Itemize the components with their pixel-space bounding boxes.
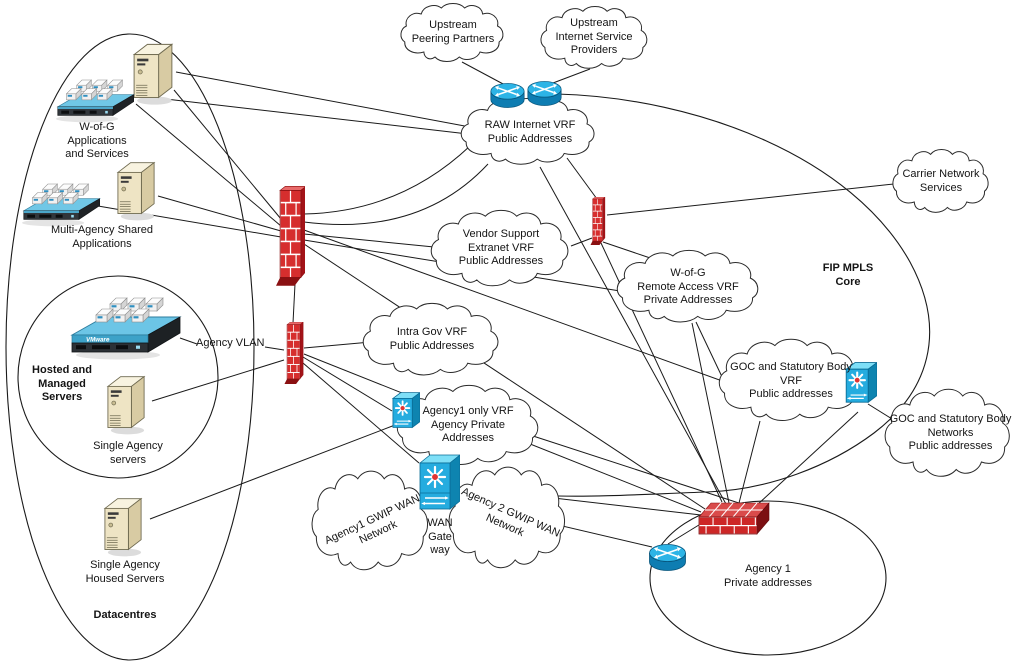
connection-line <box>303 233 435 248</box>
connection-line <box>151 359 285 402</box>
single-agency-housed-server-icon <box>104 498 142 557</box>
label-multi-agency: Multi-Agency Shared Applications <box>50 224 154 250</box>
connection-line <box>606 183 895 216</box>
connection-line <box>461 61 506 86</box>
connection-line <box>264 346 285 351</box>
fip-mpls-core-boundary <box>556 93 931 497</box>
datacentres-boundary <box>5 33 255 661</box>
connection-line <box>179 337 198 345</box>
label-vendor-support: Vendor Support Extranet VRF Public Addre… <box>458 228 544 267</box>
connection-line <box>303 145 471 215</box>
label-agency1-private: Agency 1 Private addresses <box>723 563 813 589</box>
label-single-agency-servers: Single Agency servers <box>93 440 163 466</box>
connection-line <box>570 237 593 247</box>
connection-line <box>566 157 598 200</box>
label-hosted-managed: Hosted and Managed Servers <box>32 364 92 403</box>
hosted-managed-boundary <box>17 275 219 479</box>
connection-line <box>303 243 706 510</box>
wofg-app-server-icon <box>133 43 173 106</box>
label-agency-vlan: Agency VLAN <box>196 337 265 349</box>
label-upstream-isp: Upstream Internet Service Providers <box>555 17 633 56</box>
label-fip-mpls-core: FIP MPLS Core <box>822 262 874 288</box>
connection-line <box>695 321 725 382</box>
label-wan-gateway: WAN Gate way <box>427 517 453 556</box>
label-agency1-only-vrf: Agency1 only VRF Agency Private Addresse… <box>422 405 514 444</box>
connection-line <box>135 103 282 227</box>
connection-line <box>691 322 730 504</box>
connection-line <box>157 195 282 232</box>
label-goc-networks: GOC and Statutory Body Networks Public a… <box>889 413 1012 452</box>
label-wofg-remote-access: W-of-G Remote Access VRF Private Address… <box>637 267 739 306</box>
vmware-logo: VMware <box>86 337 110 344</box>
multi-agency-server-icon <box>117 162 155 221</box>
connection-line <box>539 166 727 505</box>
label-goc-vrf: GOC and Statutory Body VRF Public addres… <box>730 361 852 400</box>
connection-line <box>302 356 393 412</box>
connection-line <box>292 283 296 324</box>
internet-router-1-icon <box>490 82 525 109</box>
label-intra-gov-vrf: Intra Gov VRF Public Addresses <box>389 326 475 352</box>
agency1-router-icon <box>648 543 687 572</box>
datacentre-firewall-icon <box>276 186 305 286</box>
connection-line <box>529 434 746 506</box>
agency-firewall-icon <box>284 322 304 384</box>
devices: VMware <box>22 43 877 572</box>
connection-line <box>302 362 420 464</box>
label-raw-internet-vrf: RAW Internet VRF Public Addresses <box>484 119 576 145</box>
multi-agency-host-icon <box>22 184 100 226</box>
connection-line <box>738 420 761 504</box>
connection-line <box>139 95 469 135</box>
label-upstream-peering: Upstream Peering Partners <box>411 19 495 45</box>
label-single-agency-housed: Single Agency Housed Servers <box>85 559 165 585</box>
internet-router-2-icon <box>527 80 562 107</box>
connection-line <box>756 411 859 506</box>
wofg-app-host-icon <box>56 80 134 122</box>
agency1-firewall-icon <box>698 502 770 535</box>
label-carrier-network: Carrier Network Services <box>902 168 980 194</box>
vmware-host-icon: VMware <box>70 297 182 360</box>
extranet-firewall-icon <box>590 197 606 245</box>
connection-line <box>175 71 471 128</box>
label-wofg-apps: W-of-G Applications and Services <box>65 121 129 160</box>
connection-line <box>303 229 726 383</box>
connection-line <box>303 163 489 225</box>
connection-line <box>303 341 372 349</box>
connection-line <box>173 89 282 220</box>
label-datacentres: Datacentres <box>93 609 157 621</box>
agency1-private-boundary <box>649 500 887 656</box>
boundaries <box>5 33 931 661</box>
connection-line <box>552 68 591 84</box>
connection-line <box>149 424 396 520</box>
